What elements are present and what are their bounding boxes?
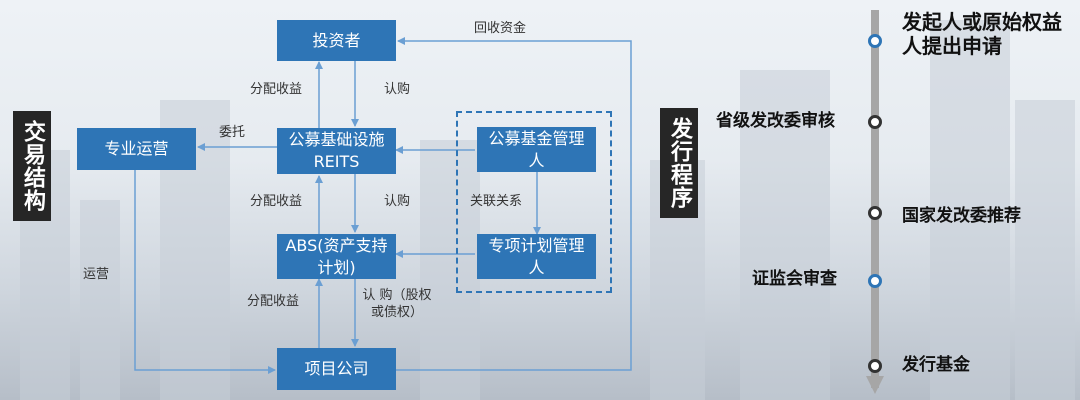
label-distribute-1: 分配收益	[250, 82, 303, 97]
step-5-text: 发行基金	[902, 355, 970, 375]
label-recover-funds: 回收资金	[474, 21, 527, 36]
step-dot-4	[868, 274, 882, 288]
arrow-recover-funds	[396, 37, 632, 371]
step-dot-3	[868, 206, 882, 220]
arrow-operate	[134, 170, 276, 374]
step-4-text: 证监会审查	[752, 269, 837, 289]
label-distribute-3: 分配收益	[247, 294, 300, 309]
box-fund-manager: 公募基金管理人	[477, 127, 596, 172]
label-subscribe-1: 认购	[384, 82, 411, 97]
step-3-text: 国家发改委推荐	[902, 206, 1021, 226]
box-abs: ABS(资产支持计划)	[277, 234, 396, 279]
label-subscribe-3: 认 购（股权或债权）	[362, 288, 432, 320]
box-professional-ops: 专业运营	[77, 128, 196, 170]
process-title: 发行程序	[660, 108, 698, 218]
box-investor: 投资者	[277, 20, 396, 61]
step-dot-1	[868, 34, 882, 48]
label-entrust: 委托	[219, 125, 246, 140]
label-operate: 运营	[83, 267, 110, 282]
box-project-company: 项目公司	[277, 348, 396, 390]
manager-group-frame	[456, 111, 612, 293]
step-dot-5	[868, 359, 882, 373]
structure-title: 交易结构	[13, 111, 51, 221]
label-distribute-2: 分配收益	[250, 194, 303, 209]
step-1-text: 发起人或原始权益人提出申请	[902, 10, 1062, 58]
label-subscribe-2: 认购	[384, 194, 411, 209]
step-2-text: 省级发改委审核	[716, 111, 835, 131]
step-dot-2	[868, 115, 882, 129]
timeline-arrow-icon	[866, 376, 884, 394]
label-related: 关联关系	[470, 194, 523, 209]
box-plan-manager: 专项计划管理人	[477, 234, 596, 279]
box-reits: 公募基础设施REITS	[277, 128, 396, 174]
